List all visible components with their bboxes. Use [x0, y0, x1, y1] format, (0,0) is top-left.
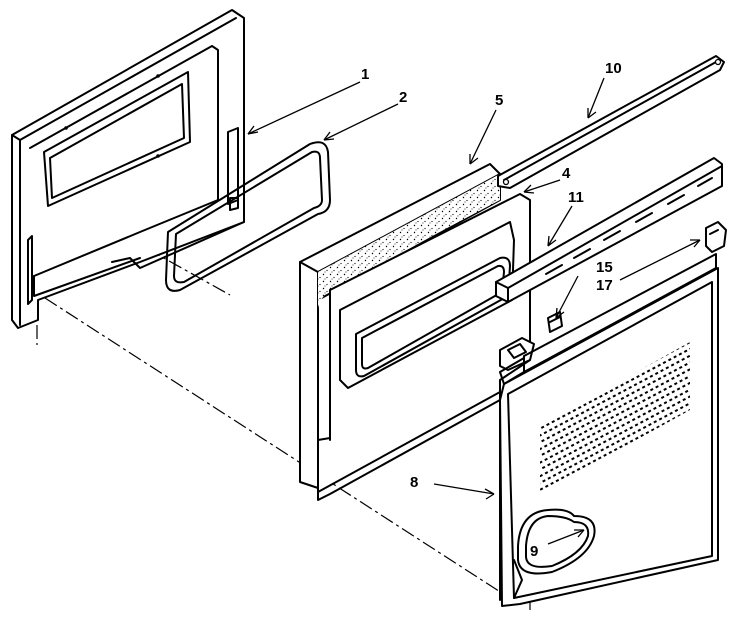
callout-11: 11	[568, 189, 584, 206]
part-11-vent-channel	[495, 157, 723, 303]
leader-lines	[247, 77, 701, 545]
part-10-hinge-strip	[497, 55, 725, 189]
callout-17: 17	[596, 277, 613, 294]
part-9-badge	[517, 508, 596, 575]
vent-slots	[545, 177, 713, 275]
part-1-inner-door-panel	[11, 9, 245, 329]
callout-4: 4	[562, 165, 571, 182]
callout-2: 2	[399, 89, 407, 106]
callout-8: 8	[410, 474, 418, 491]
callout-15: 15	[596, 259, 613, 276]
callout-9: 9	[530, 543, 538, 560]
callout-10: 10	[605, 60, 622, 77]
part-17-hinge-bracket	[499, 221, 727, 371]
callout-1: 1	[361, 66, 369, 83]
part-2-door-gasket	[165, 141, 331, 292]
callout-labels: 1 2 5 10 4 11 15 17 8 9	[361, 60, 622, 560]
callout-5: 5	[495, 92, 503, 109]
